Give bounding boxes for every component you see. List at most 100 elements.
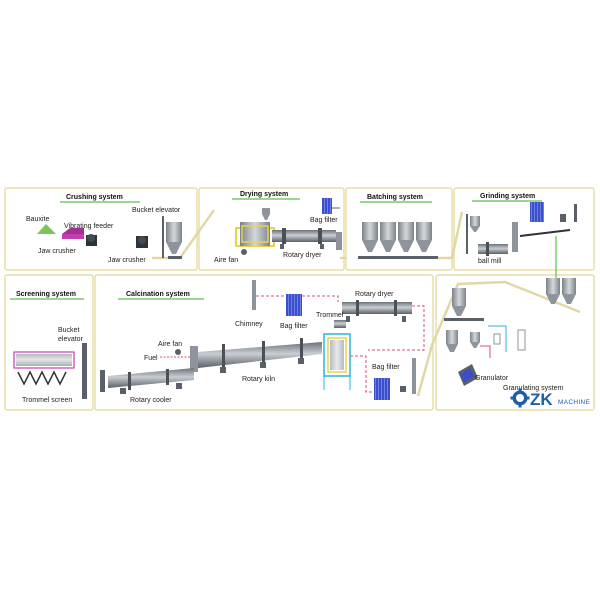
section-titles: Crushing system Drying system Batching s… [10, 191, 542, 300]
rotary-cooler-icon [100, 368, 194, 394]
batching-silo-2-icon [380, 222, 396, 252]
bag-filter-lower-icon [374, 378, 390, 400]
label-jaw-crusher-1: Jaw crusher [38, 248, 76, 255]
title-calcination: Calcination system [126, 291, 190, 298]
grinding-equipment: ball mill [466, 202, 577, 282]
drying-hopper-icon [262, 208, 270, 220]
gear-icon [510, 388, 530, 408]
logo-subtitle: MACHINE [558, 399, 590, 406]
trommel-screen-icon [13, 351, 75, 386]
grinding-separator-icon [512, 222, 518, 252]
label-rotary-dryer-drying: Rotary dryer [283, 252, 322, 259]
label-bag-filter-calc: Bag filter [280, 323, 308, 330]
flow-crush-to-dry [152, 209, 216, 260]
flow-grind-to-gran [416, 280, 581, 397]
aire-fan-calc-icon [175, 349, 181, 355]
label-bag-filter-drying: Bag filter [310, 217, 338, 224]
flow-batch-to-grind [438, 211, 464, 260]
zk-logo: ZK MACHINE [510, 388, 590, 409]
label-bag-filter-lower: Bag filter [372, 364, 400, 371]
label-aire-fan-calc: Aire fan [158, 341, 182, 348]
label-aire-fan-drying: Aire fan [214, 257, 238, 264]
granulating-equipment: Granulator Granulating system ZK MACHINE [444, 278, 590, 409]
aire-fan-drying-icon [241, 249, 247, 255]
screening-equipment: Bucket elevator Trommel screen [13, 327, 87, 404]
batching-silo-1-icon [362, 222, 378, 252]
jaw-crusher-2-icon [136, 236, 148, 248]
batching-silo-3-icon [398, 222, 414, 252]
panels [4, 187, 595, 411]
crushing-equipment: Bauxite Vibrating feeder Jaw crusher Jaw… [26, 207, 182, 264]
bucket-elevator-left-icon [82, 343, 87, 399]
batching-silo-4-icon [416, 222, 432, 252]
grinding-output-silo-1-icon [546, 278, 560, 304]
panel-drying [198, 187, 345, 271]
grinding-hopper-icon [470, 216, 480, 232]
title-batching: Batching system [367, 194, 423, 201]
drying-outlet-icon [336, 232, 342, 250]
rotary-dryer-drying-icon [272, 228, 336, 249]
grinding-stack-icon [574, 204, 577, 222]
drying-equipment: Aire fan Rotary dryer Bag filter [214, 198, 342, 264]
label-bucket-elevator-left-1: Bucket [58, 327, 79, 334]
panel-screening [4, 274, 94, 411]
chimney-icon [252, 280, 256, 310]
panel-granulating [435, 274, 595, 411]
label-chimney: Chimney [235, 321, 263, 328]
granulating-silo-3-icon [470, 332, 480, 348]
trommel-icon [334, 320, 346, 328]
label-trommel: Trommel [316, 312, 344, 319]
bag-filter-calc-icon [286, 294, 302, 316]
bag-filter-drying-icon [322, 198, 332, 214]
bucket-elevator-top-icon [162, 216, 164, 258]
panel-crushing [4, 187, 198, 271]
label-trommel-screen: Trommel screen [22, 397, 72, 404]
grinding-conveyor-icon [519, 229, 571, 237]
label-fuel: Fuel [144, 355, 158, 362]
batching-equipment [358, 222, 438, 259]
lower-fan-icon [400, 386, 406, 392]
title-granulating: Granulating system [503, 385, 563, 392]
granulator-icon [458, 364, 478, 386]
label-bauxite: Bauxite [26, 216, 49, 223]
logo-brand: ZK [530, 390, 553, 409]
label-jaw-crusher-2: Jaw crusher [108, 257, 146, 264]
lower-stack-icon [412, 358, 416, 394]
vibrating-feeder-hopper-icon [62, 228, 84, 234]
label-bucket-elevator-top: Bucket elevator [132, 207, 181, 214]
title-crushing: Crushing system [66, 194, 123, 201]
drying-furnace-icon [235, 222, 275, 247]
rotary-kiln-icon [190, 338, 322, 373]
granulating-cyclones-icon [493, 329, 526, 351]
gas-ducts [256, 295, 425, 393]
label-rotary-dryer-calc: Rotary dryer [355, 291, 394, 298]
granulating-silo-2-icon [446, 330, 458, 352]
label-rotary-kiln: Rotary kiln [242, 376, 275, 383]
vibrating-feeder-icon [62, 234, 84, 239]
label-vibrating-feeder: Vibrating feeder [64, 223, 114, 230]
granulating-belt-icon [444, 318, 484, 321]
granulating-pink-pipe [480, 345, 491, 358]
title-drying: Drying system [240, 191, 288, 198]
label-bucket-elevator-left-2: elevator [58, 336, 84, 343]
silo-crushing-icon [166, 222, 182, 259]
granulating-blue-pipe [488, 325, 507, 352]
granulating-silo-1-icon [452, 288, 466, 316]
grinding-elevator-icon [466, 214, 468, 254]
grinding-fan-icon [560, 214, 566, 222]
bag-filter-grinding-icon [530, 202, 544, 222]
title-screening: Screening system [16, 291, 76, 298]
label-granulator: Granulator [475, 375, 509, 382]
title-grinding: Grinding system [480, 193, 535, 200]
bauxite-pile-icon [37, 224, 56, 234]
grinding-output-silo-2-icon [562, 278, 576, 304]
panel-grinding [453, 187, 595, 271]
label-rotary-cooler: Rotary cooler [130, 397, 172, 404]
label-ball-mill: ball mill [478, 258, 502, 265]
rotary-dryer-calc-icon [342, 300, 412, 322]
batching-belt-icon [358, 256, 438, 259]
calcination-equipment: Chimney Bag filter Rotary dryer Trommel … [100, 280, 425, 404]
panel-batching [345, 187, 453, 271]
preheater-icon [323, 333, 351, 390]
jaw-crusher-1-icon [86, 234, 97, 246]
